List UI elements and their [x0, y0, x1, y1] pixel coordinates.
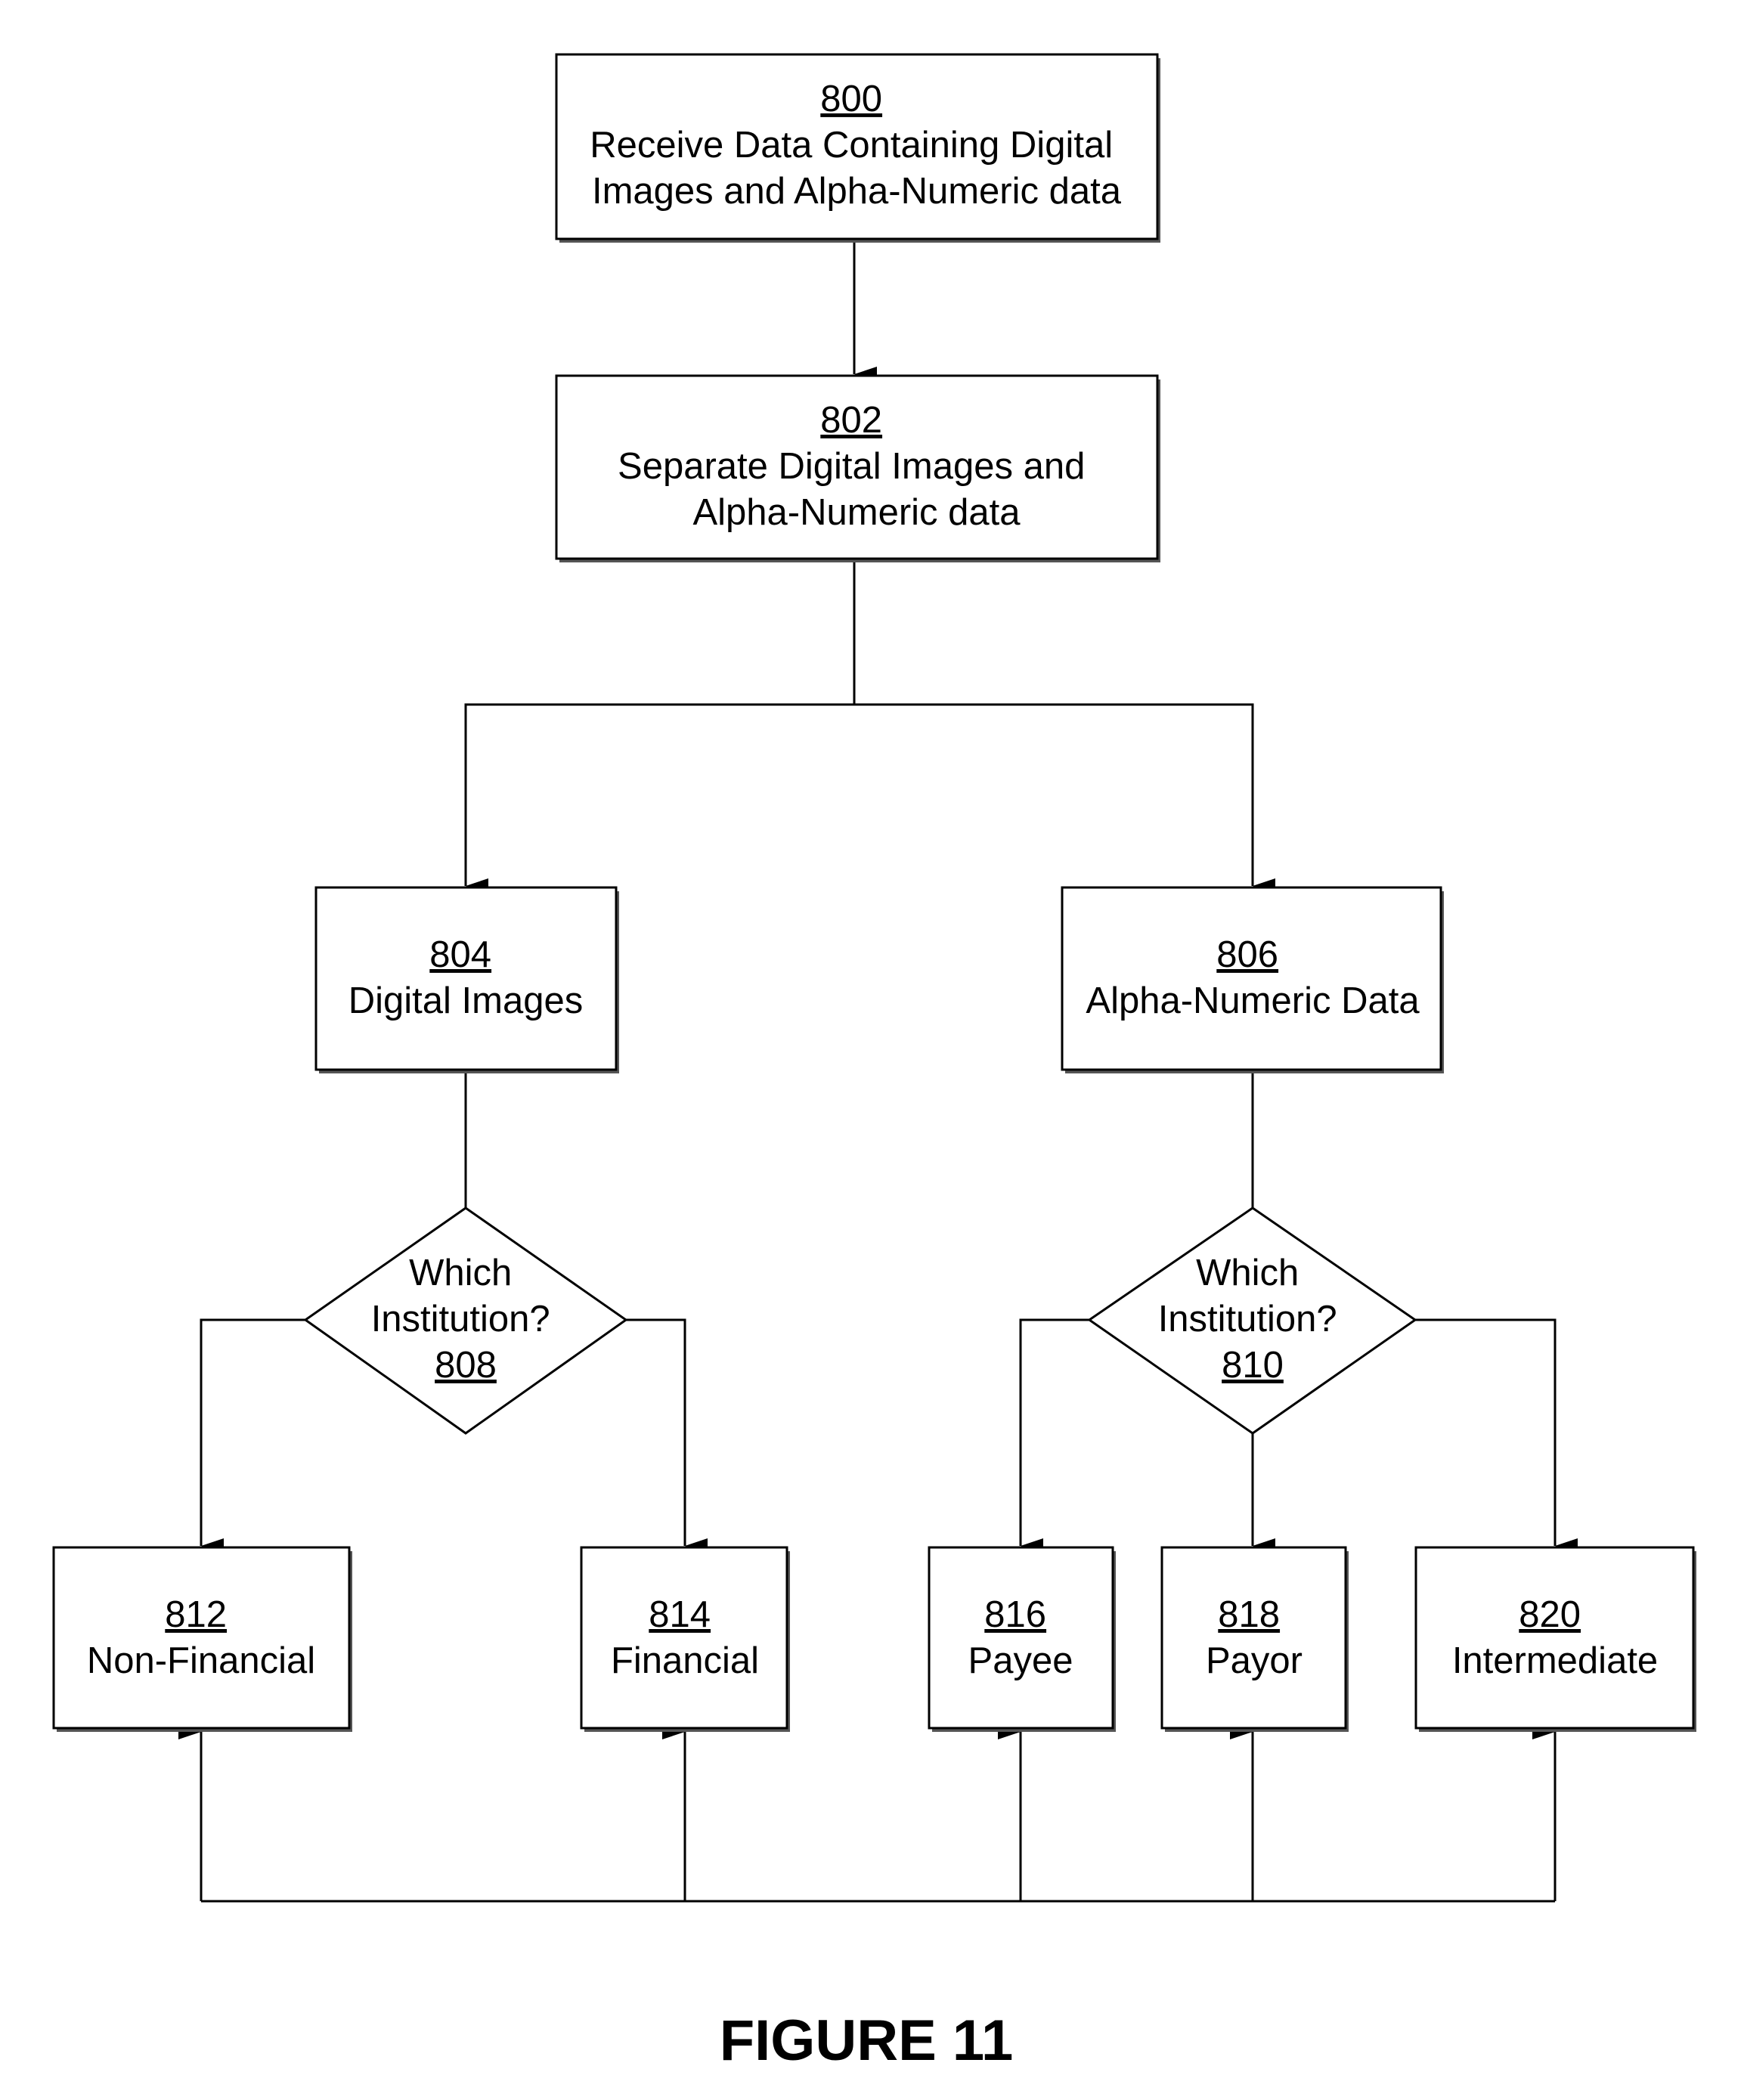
decision-808-ref: 808	[435, 1345, 497, 1386]
box-806-line-1: Alpha-Numeric Data	[1086, 980, 1420, 1021]
edge-808-814	[626, 1320, 685, 1546]
box-802-ref: 802	[820, 400, 882, 441]
box-812-line-1: Non-Financial	[87, 1640, 315, 1681]
box-816-line-1: Payee	[968, 1640, 1073, 1681]
box-812: 812 Non-Financial	[54, 1547, 352, 1732]
box-802-line-1: Separate Digital Images and	[618, 446, 1085, 487]
edge-810-816	[1021, 1320, 1089, 1546]
box-814: 814 Financial	[581, 1547, 790, 1732]
edge-802-806	[854, 705, 1253, 886]
box-800: 800 Receive Data Containing Digital Imag…	[556, 54, 1160, 243]
box-816: 816 Payee	[929, 1547, 1116, 1732]
box-802-line-2: Alpha-Numeric data	[692, 492, 1021, 533]
box-800-line-1: Receive Data Containing Digital	[590, 125, 1113, 166]
box-812-ref: 812	[165, 1594, 227, 1635]
box-818-line-1: Payor	[1206, 1640, 1303, 1681]
decision-810-ref: 810	[1222, 1345, 1284, 1386]
decision-810-line-2: Institution?	[1158, 1299, 1337, 1340]
box-806: 806 Alpha-Numeric Data	[1062, 887, 1444, 1073]
box-806-ref: 806	[1216, 934, 1278, 975]
box-804: 804 Digital Images	[316, 887, 619, 1073]
box-800-line-2: Images and Alpha-Numeric data	[592, 171, 1122, 212]
box-800-ref: 800	[820, 79, 882, 119]
decision-808: Which Institution? 808	[305, 1208, 626, 1433]
box-814-line-1: Financial	[611, 1640, 759, 1681]
box-820: 820 Intermediate	[1416, 1547, 1696, 1732]
decision-810: Which Institution? 810	[1089, 1208, 1415, 1433]
box-820-ref: 820	[1519, 1594, 1581, 1635]
edge-802-804	[466, 705, 854, 886]
box-804-ref: 804	[429, 934, 491, 975]
figure-label: FIGURE 11	[720, 2009, 1014, 2073]
decision-810-line-1: Which	[1196, 1253, 1299, 1293]
box-818-ref: 818	[1218, 1594, 1280, 1635]
decision-808-line-2: Institution?	[371, 1299, 550, 1340]
box-804-line-1: Digital Images	[348, 980, 583, 1021]
box-818: 818 Payor	[1162, 1547, 1349, 1732]
box-802: 802 Separate Digital Images and Alpha-Nu…	[556, 376, 1160, 562]
edge-808-812	[201, 1320, 305, 1546]
box-814-ref: 814	[649, 1594, 711, 1635]
box-816-ref: 816	[984, 1594, 1046, 1635]
decision-808-line-1: Which	[409, 1253, 512, 1293]
box-820-line-1: Intermediate	[1452, 1640, 1658, 1681]
edge-810-820	[1415, 1320, 1555, 1546]
